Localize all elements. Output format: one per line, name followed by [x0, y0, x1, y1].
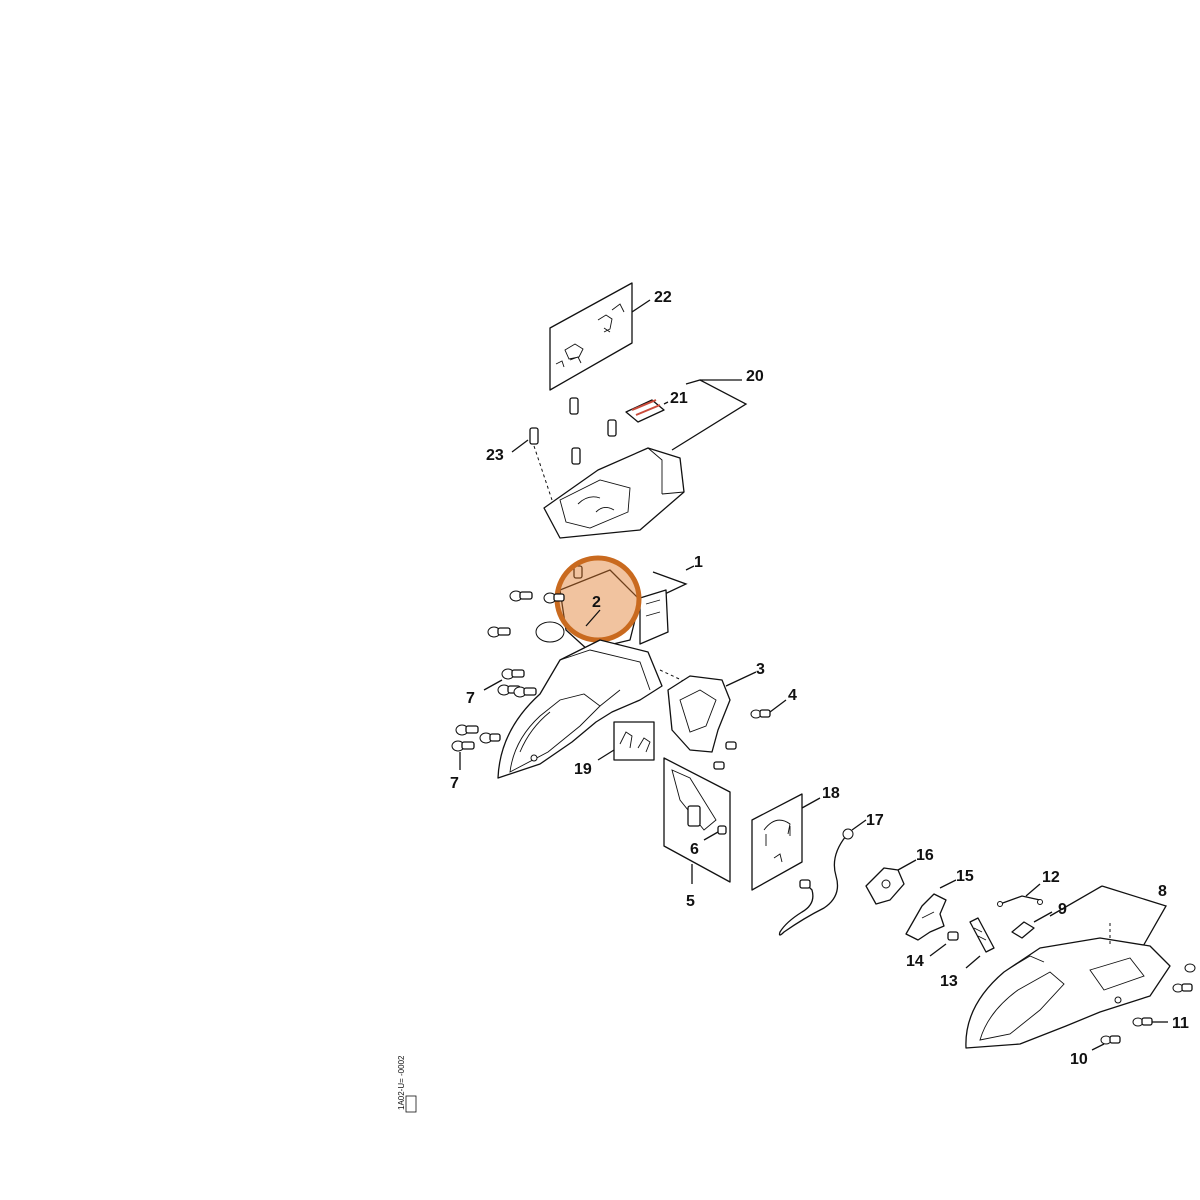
part-14-pin[interactable]: [947, 931, 959, 941]
part-22-kit[interactable]: [549, 282, 633, 391]
label-18: 18: [822, 785, 840, 802]
screw-cover-a[interactable]: [725, 741, 737, 750]
drawing-code-box: [405, 1095, 417, 1113]
part-9-plate[interactable]: [1011, 921, 1035, 939]
label-12: 12: [1042, 869, 1060, 886]
label-17: 17: [866, 812, 884, 829]
drawing-code: 1A02-U= -0002: [397, 1055, 406, 1110]
part-19-kit[interactable]: [613, 721, 655, 761]
screws-7-lower[interactable]: [451, 724, 501, 752]
part-6-screw[interactable]: [717, 825, 727, 835]
body-screws-upper[interactable]: [487, 590, 565, 638]
label-1: 1: [694, 554, 703, 571]
label-19: 19: [574, 761, 592, 778]
part-3-chain-cover[interactable]: [667, 675, 731, 753]
housing-screws-right[interactable]: [1172, 963, 1196, 993]
gasket-1[interactable]: [535, 621, 565, 643]
label-5: 5: [686, 893, 695, 910]
label-2: 2: [592, 594, 601, 611]
label-8: 8: [1158, 883, 1167, 900]
shroud-screws[interactable]: [529, 397, 617, 465]
part-11-screw[interactable]: [1132, 1017, 1153, 1027]
label-7-upper: 7: [466, 690, 475, 707]
part-15-lever[interactable]: [905, 893, 947, 941]
screws-7-upper[interactable]: [497, 668, 537, 698]
part-21-label-plate[interactable]: [625, 399, 665, 423]
label-15: 15: [956, 868, 974, 885]
crankcase-housing[interactable]: [497, 639, 663, 779]
part-20-shroud[interactable]: [543, 447, 685, 539]
label-23: 23: [486, 447, 504, 464]
part-4-screw[interactable]: [750, 709, 771, 719]
part-10-screw[interactable]: [1100, 1035, 1121, 1045]
label-10: 10: [1070, 1051, 1088, 1068]
label-4: 4: [788, 687, 797, 704]
screw-cover-b[interactable]: [713, 761, 725, 770]
label-20: 20: [746, 368, 764, 385]
label-14: 14: [906, 953, 924, 970]
label-11: 11: [1172, 1015, 1189, 1032]
part-5-kit[interactable]: [663, 757, 731, 883]
part-12-wire[interactable]: [997, 895, 1043, 907]
label-16: 16: [916, 847, 934, 864]
part-18-kit[interactable]: [751, 793, 803, 891]
part-1-cylinder-cover[interactable]: [639, 589, 669, 645]
label-13: 13: [940, 973, 958, 990]
label-3: 3: [756, 661, 765, 678]
label-7-lower: 7: [450, 775, 459, 792]
part-16-bracket[interactable]: [865, 867, 905, 905]
part-17-cable[interactable]: [778, 828, 854, 936]
part-13-spring[interactable]: [969, 917, 995, 953]
part-8-handle-housing[interactable]: [965, 937, 1171, 1049]
label-6: 6: [690, 841, 699, 858]
label-22: 22: [654, 289, 672, 306]
label-21: 21: [670, 390, 688, 407]
